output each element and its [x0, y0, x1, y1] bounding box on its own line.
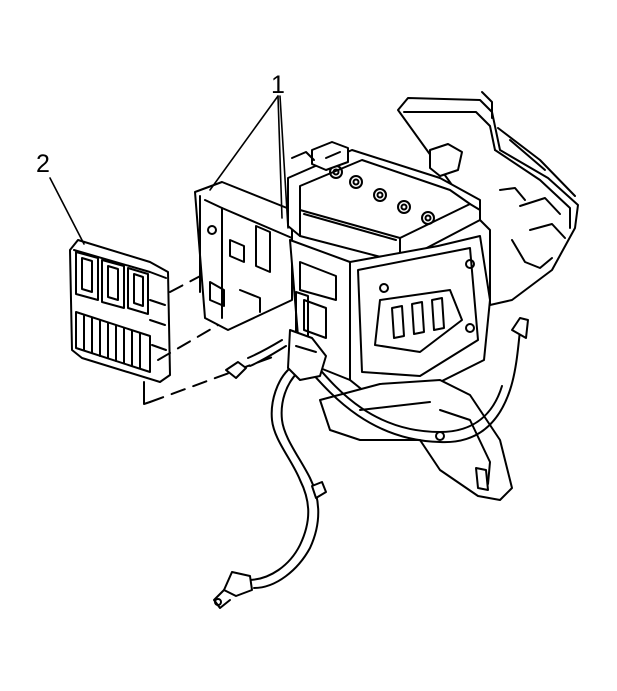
callout-label-2: 2: [36, 150, 50, 178]
leader-lines: [49, 95, 289, 245]
control-module: [69, 239, 171, 383]
battery: [287, 141, 481, 263]
callout-label-1: 1: [271, 71, 285, 99]
battery-cables: [213, 317, 529, 609]
module-bracket: [194, 181, 293, 331]
